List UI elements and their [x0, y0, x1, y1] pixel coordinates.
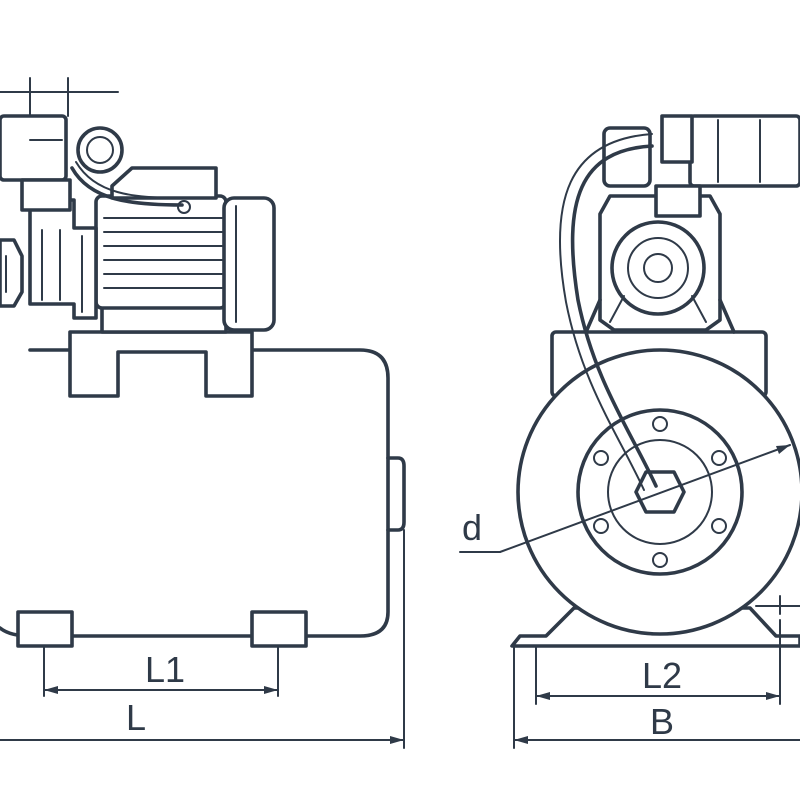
tank-foot-left — [16, 610, 74, 648]
pump-volute — [610, 220, 706, 316]
label-l2: L2 — [642, 655, 682, 696]
motor-body — [94, 194, 228, 310]
label-b: B — [650, 701, 674, 742]
motor-base — [100, 304, 228, 334]
motor-fins — [103, 217, 223, 289]
pressure-tank-side — [0, 348, 390, 638]
dimension-l1 — [43, 645, 279, 697]
diameter-line — [499, 444, 791, 553]
flange-inner — [607, 439, 713, 545]
dimension-l2 — [535, 619, 781, 705]
inlet-port — [0, 238, 24, 308]
pressure-hose-side — [70, 166, 184, 207]
pressure-hose-front — [570, 144, 658, 488]
tank-end-cap — [386, 456, 406, 532]
side-view: L1 L — [0, 77, 406, 749]
tank-foot-right — [250, 610, 308, 648]
label-d: d — [462, 507, 482, 548]
pump-bracket-front — [584, 298, 736, 334]
pressure-switch — [688, 114, 800, 188]
flange-outer — [576, 408, 744, 576]
flange-bolts — [593, 416, 727, 568]
fitting-block — [20, 178, 72, 212]
label-l1: L1 — [145, 649, 185, 690]
label-l: L — [126, 697, 146, 738]
front-view: d L2 B — [459, 114, 800, 749]
manifold-block — [654, 184, 702, 218]
outlet-fitting — [0, 114, 68, 182]
pump-bracket-side — [68, 330, 254, 398]
pressure-gauge — [76, 126, 124, 174]
pump-housing-side — [28, 198, 98, 320]
dimension-b — [513, 645, 800, 749]
dimension-l — [0, 529, 405, 749]
fitting-top — [602, 126, 652, 188]
motor-end-cap — [222, 196, 276, 332]
